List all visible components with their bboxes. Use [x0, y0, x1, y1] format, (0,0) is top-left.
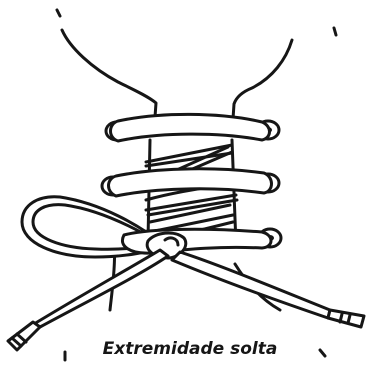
lace-bar-middle	[109, 169, 272, 196]
lace-bar-top	[111, 114, 270, 141]
loose-end-right	[172, 252, 330, 318]
loose-end-left	[34, 250, 168, 327]
horizontal-lace-bars	[109, 114, 272, 196]
criss-cross-laces	[146, 145, 238, 240]
loose-end-caption: Extremidade solta	[60, 339, 320, 359]
loose-lace-ends	[8, 250, 364, 350]
lace-knot	[122, 229, 271, 258]
